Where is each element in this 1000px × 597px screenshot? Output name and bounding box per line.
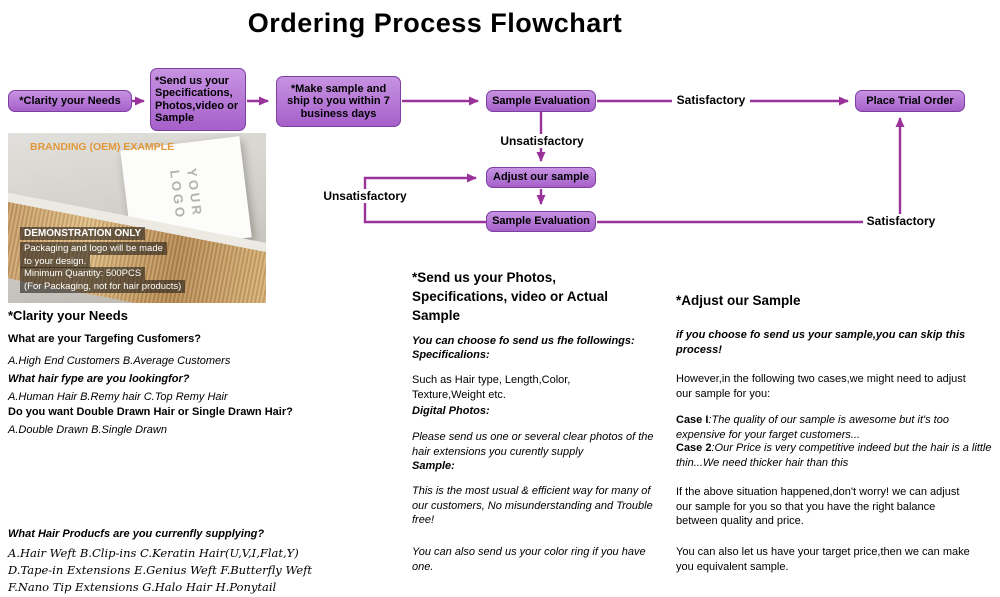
photo-caption-design: to your design. [20,255,91,268]
left-a4-line3: F.Nano Tip Extensions G.Halo Hair H.Pony… [8,580,277,594]
left-a4-line2: D.Tape-in Extensions E.Genius Weft F.But… [8,563,313,577]
mid-intro: You can choose fo send us fhe followings… [412,335,635,347]
edge-eval2-to-order [597,117,905,224]
photo-caption-note: (For Packaging, not for hair products) [20,280,186,293]
left-a2: A.Human Hair B.Remy hair C.Top Remy Hair [8,391,228,403]
mid-photos-body: Please send us one or several clear phot… [412,431,654,458]
right-however: However,in the following two cases,we mi… [676,373,966,400]
right-case2-text: :Our Price is very competitive indeed bu… [676,442,992,469]
left-q3: Do you want Double Drawn Hair or Single … [8,406,293,418]
mid-photos-label: Digital Photos: [412,405,490,417]
left-q1: What are your Targefing Cusfomers? [8,333,201,345]
label-unsatisfactory-top: Unsatisfactory [494,134,590,148]
right-happened: If the above situation happened,don't wo… [676,486,960,527]
branding-example-photo: BRANDING (OEM) EXAMPLE YOUR LOGO DEMONST… [8,133,266,303]
left-a3: A.Double Drawn B.Single Drawn [8,424,167,436]
left-header: *Clarity your Needs [8,308,128,323]
photo-caption-moq: Minimum Quantity: 500PCS [20,267,146,280]
photo-caption-packaging: Packaging and logo will be made [20,242,167,255]
left-a1: A.High End Customers B.Average Customers [8,355,231,367]
mid-sample-label: Sample: [412,460,455,472]
your-logo-text: YOUR LOGO [166,167,206,221]
right-target-price: You can also let us have your target pri… [676,546,970,573]
branding-oem-label: BRANDING (OEM) EXAMPLE [30,141,175,153]
right-case2: Case 2:Our Price is very competitive ind… [676,441,998,470]
right-case1-text: :The quality of our sample is awesome bu… [676,414,949,441]
label-satisfactory-bottom: Satisfactory [863,214,939,228]
photo-caption-demo: DEMONSTRATION ONLY [20,227,146,240]
right-skip-note: if you choose fo send us your sample,you… [676,329,966,356]
node-send-specifications: *Send us your Specifications, Photos,vid… [150,68,246,131]
mid-extra: You can also send us your color ring if … [412,546,646,573]
left-q4: What Hair Producfs are you currenfly sup… [8,528,265,540]
right-case1: Case I:The quality of our sample is awes… [676,413,992,442]
mid-header: *Send us your Photos, Specifications, vi… [412,270,609,323]
node-place-trial-order: Place Trial Order [855,90,965,112]
mid-spec-label: Specificalions: [412,349,490,361]
left-a4-line1: A.Hair Weft B.Clip-ins C.Keratin Hair(U,… [8,546,299,560]
page-title: Ordering Process Flowchart [247,8,623,38]
label-unsatisfactory-loop: Unsatisfactory [318,189,412,203]
right-case2-label: Case 2 [676,442,712,454]
node-sample-evaluation-2: Sample Evaluation [486,211,596,232]
node-make-sample: *Make sample and ship to you within 7 bu… [276,76,401,127]
mid-sample-body: This is the most usual & efficient way f… [412,485,653,526]
node-adjust-our-sample: Adjust our sample [486,167,596,188]
node-clarity-your-needs: *Clarity your Needs [8,90,132,112]
left-q2: What hair fype are you lookingfor? [8,373,190,385]
mid-spec-body: Such as Hair type, Length,Color, Texture… [412,374,571,401]
right-case1-label: Case I [676,414,709,426]
right-header: *Adjust our Sample [676,293,801,308]
label-satisfactory-top: Satisfactory [672,93,750,107]
node-sample-evaluation-1: Sample Evaluation [486,90,596,112]
